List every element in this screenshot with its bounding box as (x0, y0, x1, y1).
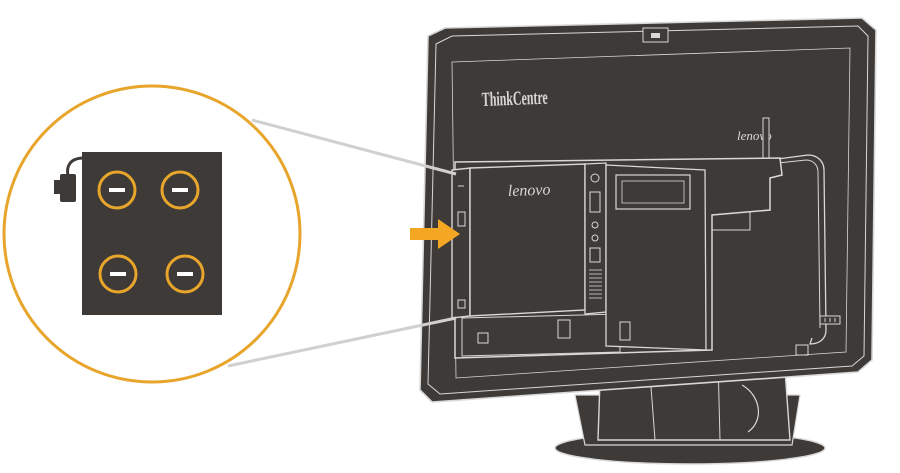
callout-led-bottom-left (98, 254, 138, 294)
tiny-pc-assembly: lenovo (451, 157, 783, 359)
callout-connector (60, 174, 76, 202)
callout-led-top-right (160, 170, 200, 210)
callout-cable (66, 156, 85, 177)
thinkcentre-logo: ThinkCentre (481, 87, 548, 111)
bracket-plate (605, 164, 707, 351)
callout-led-top-left (97, 170, 137, 210)
callout-leader-top (251, 118, 457, 176)
tiny-pc-lenovo-logo: lenovo (508, 182, 551, 200)
tiny-pc-rear-panel (584, 162, 607, 315)
tiny-pc-vent (589, 269, 602, 299)
callout-led-bottom-right (165, 254, 205, 294)
tiny-pc-front (451, 167, 471, 319)
callout-leader-bottom (227, 316, 457, 368)
magnified-callout (2, 84, 302, 384)
pointer-arrow (410, 219, 460, 249)
tiny-pc-power-button (457, 211, 466, 227)
